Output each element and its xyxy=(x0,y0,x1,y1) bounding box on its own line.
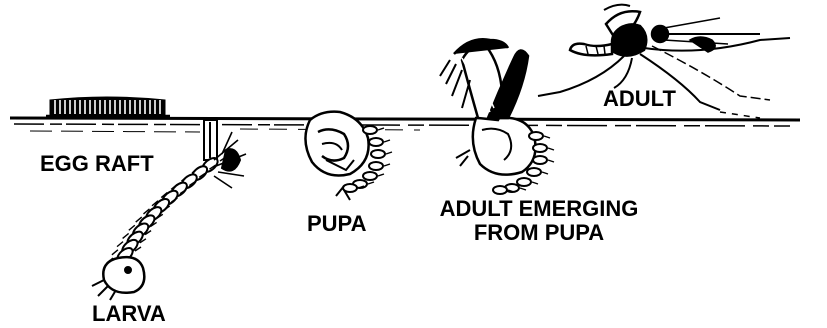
label-adult-emerging: ADULT EMERGING FROM PUPA xyxy=(424,197,654,245)
egg-raft-illustration xyxy=(46,97,170,116)
larva-illustration xyxy=(92,120,246,300)
label-larva: LARVA xyxy=(92,302,166,326)
adult-emerging-illustration xyxy=(440,39,554,194)
label-adult-emerging-line2: FROM PUPA xyxy=(424,221,654,245)
label-adult: ADULT xyxy=(603,87,676,111)
label-adult-emerging-line1: ADULT EMERGING xyxy=(424,197,654,221)
label-egg-raft: EGG RAFT xyxy=(40,152,154,176)
label-pupa: PUPA xyxy=(307,212,367,236)
water-surface xyxy=(10,118,800,132)
